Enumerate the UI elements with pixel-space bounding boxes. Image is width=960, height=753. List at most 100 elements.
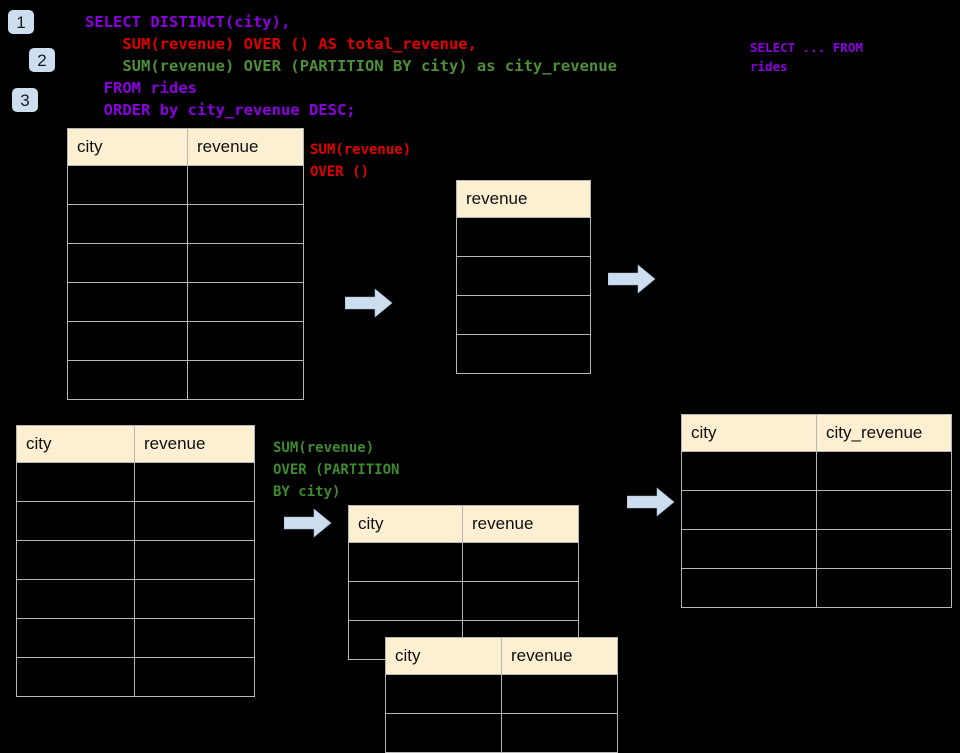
cell [67,243,188,283]
column-header-city: city [681,414,817,452]
table-row [67,243,304,283]
cell [456,295,591,335]
cell [187,282,304,322]
table-row [681,529,952,569]
cell [348,581,463,621]
column-header-city: city [67,128,188,166]
table-row [348,581,579,621]
cell [16,501,135,541]
cell [187,321,304,361]
table-row [456,217,591,257]
cell [16,540,135,580]
cell [816,451,952,491]
cell [681,529,817,569]
table-header-row: revenue [456,180,591,218]
sql-line-sum-partition: SUM(revenue) OVER (PARTITION BY city) as… [85,57,617,75]
cell [134,540,255,580]
arrow-rides-to-partition-icon [284,508,332,538]
column-header-revenue: revenue [187,128,304,166]
step-badge-1[interactable]: 1 [8,10,34,34]
column-header-revenue: revenue [456,180,591,218]
table-row [67,360,304,400]
step-badge-2[interactable]: 2 [29,48,55,72]
column-header-city: city [348,505,463,543]
column-header-revenue: revenue [501,637,618,675]
table-row [16,462,255,502]
sql-line-sum-over: SUM(revenue) OVER () AS total_revenue, [85,35,477,53]
column-header-city: city [16,425,135,463]
column-header-city-revenue: city_revenue [816,414,952,452]
note-select-from-rides: SELECT ... FROM rides [750,40,863,74]
cell [681,490,817,530]
table-row [67,321,304,361]
table-header-row: city revenue [348,505,579,543]
cell [67,165,188,205]
table-row [385,674,618,714]
table-row [348,542,579,582]
table-rides-top: city revenue [67,128,304,400]
cell [501,674,618,714]
cell [67,282,188,322]
cell [67,204,188,244]
table-row [67,282,304,322]
step-badge-1-label: 1 [16,12,26,32]
sql-line-select: SELECT DISTINCT(city), [85,13,291,31]
cell [816,529,952,569]
table-header-row: city city_revenue [681,414,952,452]
step-badge-2-label: 2 [37,50,47,70]
cell [462,581,579,621]
cell [456,256,591,296]
cell [501,713,618,753]
column-header-revenue: revenue [134,425,255,463]
table-row [456,295,591,335]
cell [456,334,591,374]
note-sum-over-empty: SUM(revenue) OVER () [310,142,412,180]
cell [187,360,304,400]
cell [134,579,255,619]
cell [385,674,502,714]
sql-line-order-by: ORDER by city_revenue DESC; [85,101,356,119]
table-header-row: city revenue [67,128,304,166]
cell [187,204,304,244]
cell [134,501,255,541]
table-result: city city_revenue [681,414,952,608]
cell [187,165,304,205]
diagram-canvas: 1 2 3 SELECT DISTINCT(city), SUM(revenue… [8,10,952,753]
cell [187,243,304,283]
column-header-city: city [385,637,502,675]
cell [385,713,502,753]
cell [816,490,952,530]
cell [134,657,255,697]
cell [348,542,463,582]
table-row [16,618,255,658]
table-row [385,713,618,753]
table-partition-front: city revenue [385,637,618,753]
step-badge-3[interactable]: 3 [12,88,38,112]
arrow-partition-to-result-icon [627,487,675,517]
table-header-row: city revenue [16,425,255,463]
table-rides-bottom: city revenue [16,425,255,697]
table-row [16,657,255,697]
arrow-rides-to-total-icon [345,288,393,318]
cell [681,568,817,608]
arrow-total-to-result-icon [608,264,656,294]
table-row [67,204,304,244]
sql-line-from: FROM rides [85,79,197,97]
table-row [456,256,591,296]
table-total-revenue: revenue [456,180,591,374]
table-row [16,540,255,580]
cell [456,217,591,257]
column-header-revenue: revenue [462,505,579,543]
step-badge-3-label: 3 [20,90,30,110]
table-row [681,451,952,491]
cell [816,568,952,608]
cell [67,360,188,400]
cell [16,462,135,502]
table-row [681,490,952,530]
table-row [16,501,255,541]
cell [16,579,135,619]
cell [134,618,255,658]
cell [16,657,135,697]
table-row [456,334,591,374]
table-row [16,579,255,619]
